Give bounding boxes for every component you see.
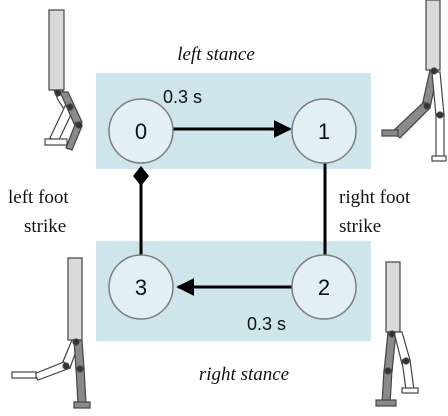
state-node-1: 1 bbox=[291, 98, 357, 164]
state-node-3: 3 bbox=[108, 254, 174, 320]
left-foot-strike-diamond bbox=[133, 166, 149, 186]
state-node-0: 0 bbox=[108, 98, 174, 164]
bottom-timer-label: 0.3 s bbox=[247, 314, 286, 334]
left-stance-label: left stance bbox=[177, 44, 255, 65]
walker-figure-top-left-icon bbox=[44, 9, 83, 151]
state-label-2: 2 bbox=[318, 275, 330, 300]
walker-figure-bottom-left-icon bbox=[11, 257, 91, 409]
right-stance-label: right stance bbox=[199, 364, 289, 385]
walker-figure-top-right-icon bbox=[381, 0, 447, 162]
right-foot-strike-label-line1: right foot bbox=[339, 187, 411, 208]
state-label-3: 3 bbox=[135, 275, 147, 300]
left-foot-strike-label-line2: strike bbox=[24, 216, 66, 237]
state-node-2: 2 bbox=[291, 254, 357, 320]
left-foot-strike-label-line1: left foot bbox=[8, 187, 69, 208]
state-label-1: 1 bbox=[318, 119, 330, 144]
top-timer-label: 0.3 s bbox=[163, 87, 202, 107]
walker-figure-bottom-right-icon bbox=[375, 261, 419, 407]
right-foot-strike-label-line2: strike bbox=[339, 216, 381, 237]
state-label-0: 0 bbox=[135, 119, 147, 144]
